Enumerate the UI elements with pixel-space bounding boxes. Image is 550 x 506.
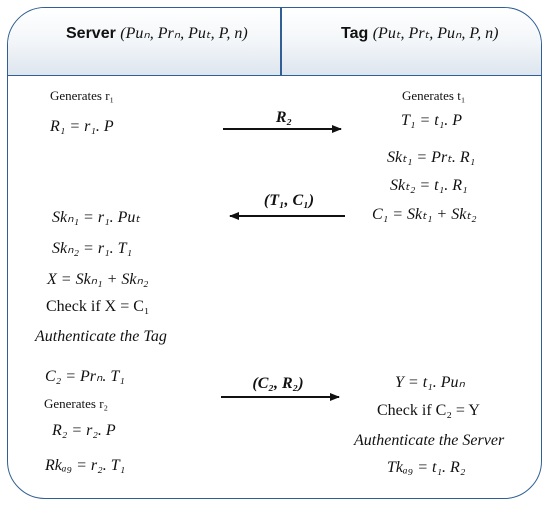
server-x-eq: X = Skₙ₁ + Skₙ₂ [47, 271, 149, 288]
server-r1-eq: R₁ = r₁. P [50, 118, 114, 135]
server-params: (Puₙ, Prₙ, Puₜ, P, n) [120, 25, 248, 42]
server-title: Server [66, 25, 116, 42]
tag-c1-eq: C₁ = Skₜ₁ + Skₜ₂ [372, 206, 477, 223]
server-skr1-eq: Skₙ₁ = r₁. Puₜ [52, 209, 141, 226]
protocol-diagram [7, 7, 542, 499]
server-gen-r1: Generates r₁ [50, 88, 115, 103]
server-rk-eq: Rkₐ₉ = r₂. T₁ [45, 457, 126, 474]
header-bar [8, 8, 541, 76]
tag-gen-t1: Generates t₁ [402, 88, 466, 103]
tag-y-eq: Y = t₁. Puₙ [395, 374, 465, 391]
tag-header: Tag (Puₜ, Prₜ, Puₙ, P, n) [341, 23, 498, 43]
message-2-label: (T₁, C₁) [263, 192, 315, 209]
tag-tk-eq: Tkₐ₉ = t₁. R₂ [387, 459, 466, 476]
tag-t1-eq: T₁ = t₁. P [401, 112, 463, 129]
server-check-x: Check if X = C₁ [46, 298, 150, 315]
tag-check-c2: Check if C₂ = Y [377, 402, 480, 419]
server-gen-r2: Generates r₂ [44, 396, 109, 411]
server-r2-eq: R₂ = r₂. P [52, 422, 116, 439]
tag-skt1-eq: Skₜ₁ = Prₜ. R₁ [387, 149, 476, 166]
server-skr2-eq: Skₙ₂ = r₁. T₁ [52, 240, 133, 257]
server-header: Server (Puₙ, Prₙ, Puₜ, P, n) [66, 23, 248, 43]
message-1-label: R₂ [275, 109, 293, 126]
tag-auth-server: Authenticate the Server [354, 432, 505, 449]
header-divider [280, 8, 282, 75]
server-auth-tag: Authenticate the Tag [35, 328, 167, 345]
tag-skt2-eq: Skₜ₂ = t₁. R₁ [390, 177, 468, 194]
message-3-label: (C₂, R₂) [252, 375, 304, 392]
tag-title: Tag [341, 25, 369, 42]
server-c2-eq: C₂ = Prₙ. T₁ [45, 368, 125, 385]
tag-params: (Puₜ, Prₜ, Puₙ, P, n) [372, 25, 499, 42]
